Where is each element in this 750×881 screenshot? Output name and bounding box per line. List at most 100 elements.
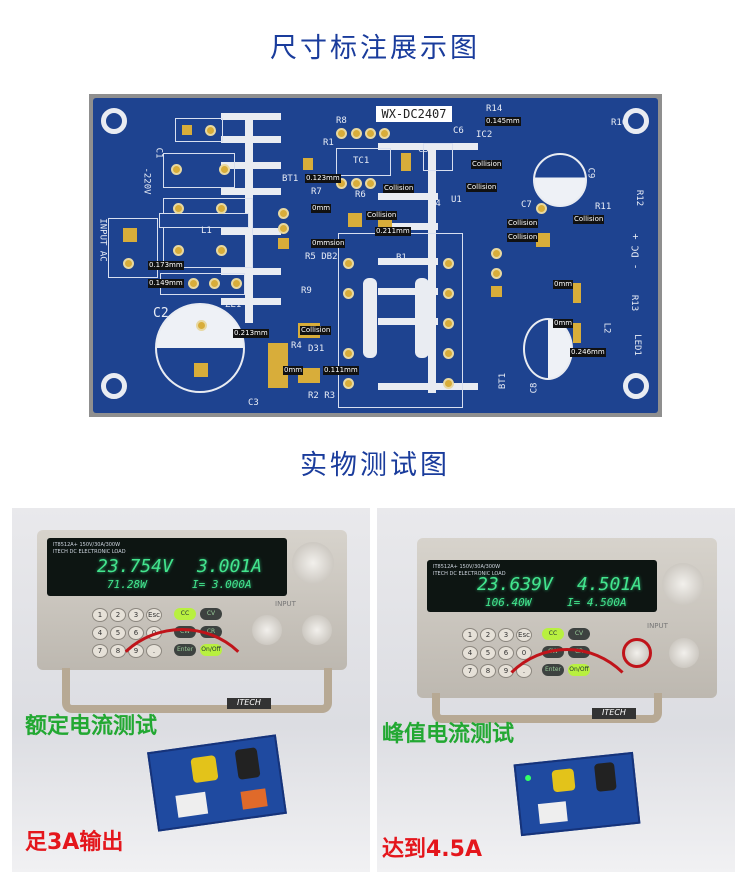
key-1[interactable]: 1 bbox=[462, 628, 478, 642]
measurement-label: 0.145mm bbox=[485, 117, 521, 126]
silk-label: R9 bbox=[301, 286, 312, 296]
silk-label: BT1 bbox=[498, 372, 509, 390]
silk-label: C6 bbox=[453, 126, 464, 136]
setpoint-readout: I= 3.000A bbox=[192, 578, 252, 591]
load-display: IT8512A+ 150V/30A/300W ITECH DC ELECTRON… bbox=[427, 560, 657, 612]
key-7[interactable]: 7 bbox=[462, 664, 478, 678]
input-terminal-negative bbox=[302, 615, 332, 645]
silk-label: D31 bbox=[308, 344, 325, 354]
silk-label: R14 bbox=[486, 104, 503, 114]
rotary-knob[interactable] bbox=[292, 542, 334, 584]
power-readout: 106.40W bbox=[485, 596, 532, 609]
test-photo-rated: IT8512A+ 150V/30A/300W ITECH DC ELECTRON… bbox=[12, 508, 370, 872]
silk-label: B1 bbox=[396, 253, 407, 263]
power-module bbox=[513, 751, 641, 837]
silk-label: C2 bbox=[153, 306, 169, 321]
measurement-label: 0.123mm bbox=[305, 174, 341, 183]
key-6[interactable]: 6 bbox=[128, 626, 144, 640]
key-8[interactable]: 8 bbox=[480, 664, 496, 678]
cv-button[interactable]: CV bbox=[568, 628, 590, 640]
collision-label: Collision bbox=[300, 326, 332, 335]
silk-label: R8 bbox=[336, 116, 347, 126]
key-5[interactable]: 5 bbox=[480, 646, 496, 660]
collision-label: Collision bbox=[471, 160, 503, 169]
silk-label: C3 bbox=[248, 398, 259, 408]
key-3[interactable]: 3 bbox=[128, 608, 144, 622]
silk-label: L1 bbox=[201, 226, 212, 236]
silk-label: C4 bbox=[430, 199, 441, 209]
capacitor-c2 bbox=[155, 303, 245, 393]
key-5[interactable]: 5 bbox=[110, 626, 126, 640]
collision-label: Collision bbox=[366, 211, 398, 220]
physical-title: 实物测试图 bbox=[300, 450, 450, 481]
key-1[interactable]: 1 bbox=[92, 608, 108, 622]
test-photo-peak: IT8512A+ 150V/30A/300W ITECH DC ELECTRON… bbox=[377, 508, 735, 872]
silk-label: ZL1 bbox=[225, 300, 242, 310]
key-4[interactable]: 4 bbox=[462, 646, 478, 660]
measurement-label: 0mm bbox=[553, 319, 574, 328]
input-terminal-negative bbox=[669, 638, 699, 668]
silk-label: TC1 bbox=[353, 156, 370, 166]
silk-label: IC2 bbox=[476, 130, 493, 140]
caption-4-5a: 达到4.5A bbox=[382, 837, 482, 862]
pcb-layout-image: WX-DC2407 -220V INPUT AC L1 ZL1 C2 BT1 R… bbox=[89, 94, 662, 417]
silk-label: LED1 bbox=[631, 334, 642, 356]
cc-button[interactable]: CC bbox=[542, 628, 564, 640]
silk-label: BT1 bbox=[282, 174, 299, 184]
input-terminal-positive bbox=[622, 638, 652, 668]
measurement-label: 0mm bbox=[553, 280, 574, 289]
key-2[interactable]: 2 bbox=[110, 608, 126, 622]
silk-label: INPUT AC bbox=[97, 218, 108, 262]
measurement-label: 0mm bbox=[283, 366, 304, 375]
caption-peak-current: 峰值电流测试 bbox=[382, 722, 515, 747]
silk-label: C7 bbox=[521, 200, 532, 210]
cc-button[interactable]: CC bbox=[174, 608, 196, 620]
mount-hole bbox=[101, 373, 127, 399]
silk-label: L2 bbox=[601, 322, 612, 334]
silk-label: C1 bbox=[153, 147, 164, 159]
key-4[interactable]: 4 bbox=[92, 626, 108, 640]
current-readout: 3.001A bbox=[197, 556, 263, 577]
silk-label: R12 bbox=[634, 189, 645, 207]
caption-3a-output: 足3A输出 bbox=[25, 830, 124, 855]
input-terminal-positive bbox=[252, 615, 282, 645]
cv-button[interactable]: CV bbox=[200, 608, 222, 620]
silk-label: R2 R3 bbox=[308, 391, 336, 401]
measurement-label: 0mmsion bbox=[311, 239, 346, 248]
key-2[interactable]: 2 bbox=[480, 628, 496, 642]
setpoint-readout: I= 4.500A bbox=[567, 596, 627, 609]
key-7[interactable]: 7 bbox=[92, 644, 108, 658]
key-esc[interactable]: Esc bbox=[516, 628, 532, 642]
power-module bbox=[147, 734, 287, 832]
measurement-label: 0.111mm bbox=[323, 366, 359, 375]
mount-hole bbox=[101, 108, 127, 134]
measurement-label: 0.173mm bbox=[148, 261, 184, 270]
voltage-readout: 23.639V bbox=[477, 574, 553, 595]
power-readout: 71.28W bbox=[107, 578, 147, 591]
silk-label: C8 bbox=[529, 382, 540, 394]
key-0[interactable]: 0 bbox=[516, 646, 532, 660]
mount-hole bbox=[623, 373, 649, 399]
key-esc[interactable]: Esc bbox=[146, 608, 162, 622]
caption-rated-current: 额定电流测试 bbox=[25, 714, 158, 739]
silk-label: R10 bbox=[611, 118, 628, 128]
key-3[interactable]: 3 bbox=[498, 628, 514, 642]
measurement-label: 0.211mm bbox=[375, 227, 411, 236]
silk-label: R13 bbox=[629, 294, 640, 312]
electronic-load: IT8512A+ 150V/30A/300W ITECH DC ELECTRON… bbox=[37, 530, 347, 670]
silk-label: - DC + bbox=[630, 233, 642, 270]
pcb-model-label: WX-DC2407 bbox=[376, 106, 452, 122]
silk-label: R7 bbox=[311, 187, 322, 197]
collision-label: Collision bbox=[507, 233, 539, 242]
rotary-knob[interactable] bbox=[662, 563, 704, 605]
silk-label: R11 bbox=[595, 202, 612, 212]
silk-label: C5 bbox=[418, 145, 429, 155]
dimension-title: 尺寸标注展示图 bbox=[270, 33, 480, 64]
measurement-label: 0.149mm bbox=[148, 279, 184, 288]
silk-label: C9 bbox=[585, 167, 596, 179]
silk-label: R5 DB2 bbox=[305, 252, 338, 262]
mount-hole bbox=[623, 108, 649, 134]
silk-label: U1 bbox=[451, 195, 462, 205]
collision-label: Collision bbox=[507, 219, 539, 228]
key-6[interactable]: 6 bbox=[498, 646, 514, 660]
